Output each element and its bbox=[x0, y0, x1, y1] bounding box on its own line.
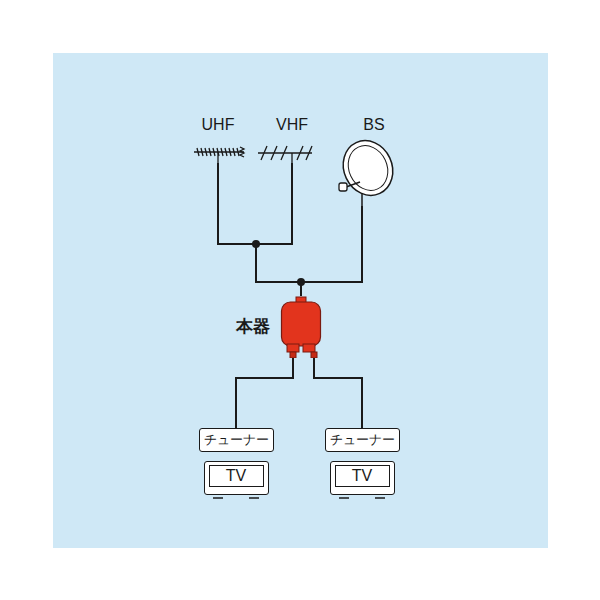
node-label: TV bbox=[335, 465, 390, 487]
node-label: 本器 bbox=[236, 317, 270, 337]
signal-cable bbox=[256, 163, 301, 296]
tuner-box: チューナー bbox=[199, 428, 274, 452]
node-label: UHF bbox=[202, 116, 235, 134]
node-label: VHF bbox=[276, 116, 308, 134]
uhf-antenna bbox=[194, 147, 244, 163]
signal-cable bbox=[218, 163, 301, 296]
tv-stand bbox=[213, 497, 385, 499]
bs-dish bbox=[334, 132, 401, 206]
signal-cable bbox=[236, 358, 293, 428]
tuner-box: チューナー bbox=[325, 428, 400, 452]
signal-cable bbox=[301, 206, 362, 296]
tv-box: TV bbox=[204, 461, 269, 495]
node-label: チューナー bbox=[330, 432, 395, 448]
tv-box: TV bbox=[330, 461, 395, 495]
junction-dot bbox=[252, 240, 260, 248]
signal-cable bbox=[314, 358, 362, 428]
bs-antenna-label: BS bbox=[344, 116, 404, 206]
node-label: チューナー bbox=[204, 432, 269, 448]
node-label: TV bbox=[209, 465, 264, 487]
junction-dot bbox=[297, 278, 305, 286]
background-panel bbox=[53, 53, 548, 548]
vhf-antenna bbox=[258, 146, 312, 163]
splitter-device: 本器 bbox=[236, 296, 322, 358]
node-label: BS bbox=[363, 116, 384, 134]
vhf-antenna-label: VHF bbox=[262, 116, 322, 163]
uhf-antenna-label: UHF bbox=[188, 116, 248, 163]
splitter-body bbox=[280, 296, 322, 358]
